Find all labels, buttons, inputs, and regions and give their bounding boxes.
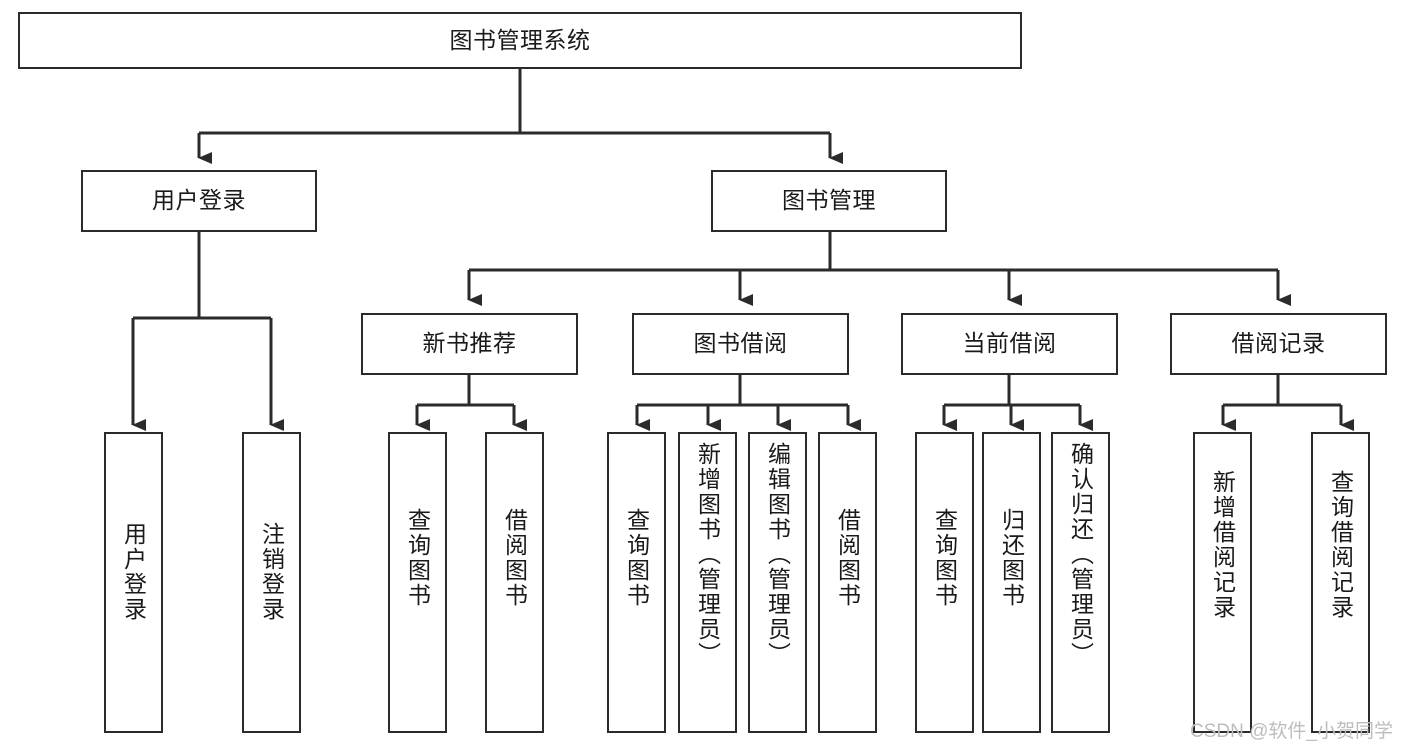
node-leaf-query-book-current[interactable]: 查询图书: [915, 432, 974, 733]
node-user-login[interactable]: 用户登录: [81, 170, 317, 232]
node-leaf-query-borrow-record[interactable]: 查询借阅记录: [1311, 432, 1370, 733]
node-label: 图书管理系统: [449, 26, 591, 53]
node-label: 查询图书: [931, 508, 958, 608]
node-leaf-query-book-borrow[interactable]: 查询图书: [607, 432, 666, 733]
node-label: 用户登录: [152, 187, 246, 214]
node-label: 用户登录: [120, 522, 147, 622]
node-label: 查询图书: [404, 508, 431, 608]
node-label: 借阅图书: [834, 508, 861, 608]
node-new-book-recommend[interactable]: 新书推荐: [361, 313, 578, 375]
node-leaf-edit-book-admin[interactable]: 编辑图书（管理员）: [748, 432, 807, 733]
node-leaf-borrow-book-new[interactable]: 借阅图书: [485, 432, 544, 733]
node-root-book-management-system[interactable]: 图书管理系统: [18, 12, 1022, 69]
node-book-management[interactable]: 图书管理: [711, 170, 947, 232]
node-book-borrow[interactable]: 图书借阅: [632, 313, 849, 375]
node-leaf-borrow-book[interactable]: 借阅图书: [818, 432, 877, 733]
node-label: 借阅图书: [501, 508, 528, 608]
node-label: 借阅记录: [1231, 330, 1326, 357]
node-label: 编辑图书（管理员）: [764, 442, 791, 667]
node-leaf-logout[interactable]: 注销登录: [242, 432, 301, 733]
node-leaf-add-borrow-record[interactable]: 新增借阅记录: [1193, 432, 1252, 733]
node-leaf-confirm-return-admin[interactable]: 确认归还（管理员）: [1051, 432, 1110, 733]
node-label: 归还图书: [998, 508, 1025, 608]
node-label: 新增图书（管理员）: [694, 442, 721, 667]
node-label: 新增借阅记录: [1209, 470, 1236, 620]
node-label: 查询借阅记录: [1327, 470, 1354, 620]
node-label: 确认归还（管理员）: [1067, 442, 1094, 667]
node-label: 当前借阅: [962, 330, 1057, 357]
node-leaf-return-book[interactable]: 归还图书: [982, 432, 1041, 733]
node-borrow-record[interactable]: 借阅记录: [1170, 313, 1387, 375]
node-label: 图书借阅: [693, 330, 788, 357]
node-label: 新书推荐: [422, 330, 517, 357]
node-label: 图书管理: [782, 187, 876, 214]
node-label: 注销登录: [258, 522, 285, 622]
node-label: 查询图书: [623, 508, 650, 608]
node-current-borrow[interactable]: 当前借阅: [901, 313, 1118, 375]
node-leaf-query-book-new[interactable]: 查询图书: [388, 432, 447, 733]
node-leaf-add-book-admin[interactable]: 新增图书（管理员）: [678, 432, 737, 733]
node-leaf-user-login[interactable]: 用户登录: [104, 432, 163, 733]
